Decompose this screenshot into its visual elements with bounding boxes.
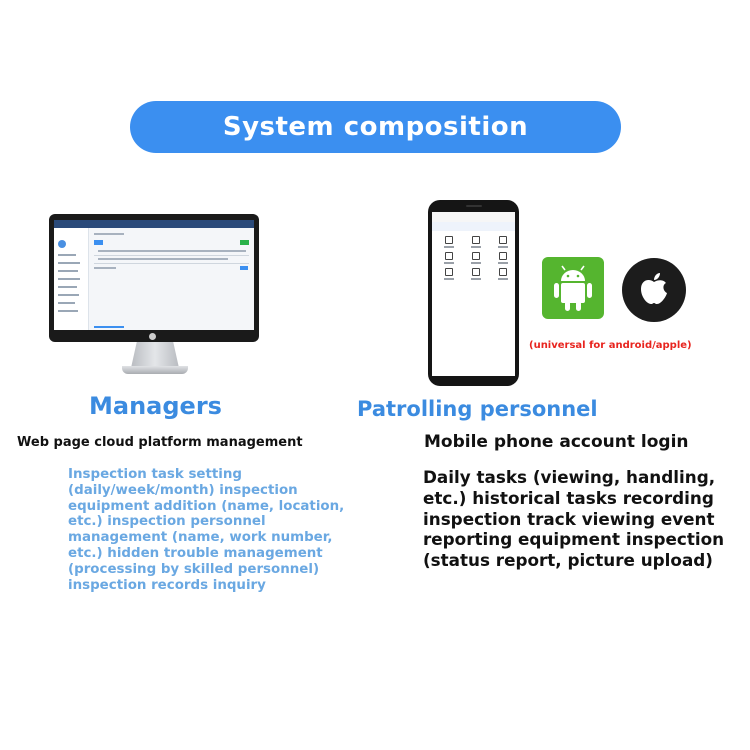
managers-subtitle: Web page cloud platform management [17,435,303,450]
screen-button [240,240,249,245]
screen-menu-line [58,310,78,312]
app-grid-icon [445,252,453,260]
screen-menu-line [58,302,75,304]
apple-logo-glyph [641,273,667,304]
phone-status-bar [432,212,515,222]
app-grid-label [498,262,508,264]
patrol-description: Daily tasks (viewing, handling, etc.) hi… [423,467,725,571]
screen-menu-line [58,278,80,280]
app-grid-label [471,278,481,280]
apple-icon [149,333,156,340]
screen-table-row [98,258,228,260]
screen-table-row [94,263,249,264]
phone-speaker [466,205,482,207]
title-banner: System composition [130,101,621,153]
web-platform-screenshot [54,220,254,330]
app-grid-label [471,262,481,264]
app-grid-label [498,246,508,248]
screen-menu-line [58,286,77,288]
app-grid-icon [499,236,507,244]
patrol-heading: Patrolling personnel [357,397,598,421]
platform-note: (universal for android/apple) [529,340,692,351]
app-grid-label [444,246,454,248]
screen-text-line [94,233,124,235]
patrol-subtitle: Mobile phone account login [424,432,689,452]
screen-avatar [58,240,66,248]
screen-topbar [54,220,254,228]
app-grid-label [498,278,508,280]
screen-table-header [98,250,246,252]
app-grid-icon [472,252,480,260]
monitor-icon [49,214,259,342]
monitor-stand [131,342,179,368]
managers-description: Inspection task setting (daily/week/mont… [68,467,345,593]
app-grid-label [471,246,481,248]
screen-menu-line [58,270,78,272]
app-grid-icon [472,236,480,244]
phone-tab-bar [432,222,515,231]
screen-button [240,266,248,270]
smartphone-icon [428,200,519,386]
apple-icon [622,258,686,322]
app-grid-icon [445,268,453,276]
app-grid-icon [472,268,480,276]
screen-menu-line [58,294,79,296]
screen-text-line [94,267,116,269]
app-grid-label [444,278,454,280]
page-title: System composition [222,112,529,142]
screen-sidebar [54,228,89,330]
android-icon [542,257,604,319]
mobile-app-screenshot [432,212,515,376]
screen-table-row [94,255,249,256]
managers-heading: Managers [89,392,222,420]
screen-menu-line [58,262,80,264]
screen-footer [94,326,124,328]
app-grid-icon [499,268,507,276]
app-grid-label [444,262,454,264]
app-grid-icon [445,236,453,244]
screen-button [94,240,103,245]
app-grid-icon [499,252,507,260]
monitor-base [122,366,188,374]
screen-menu-line [58,254,76,256]
android-robot-glyph [554,265,592,311]
